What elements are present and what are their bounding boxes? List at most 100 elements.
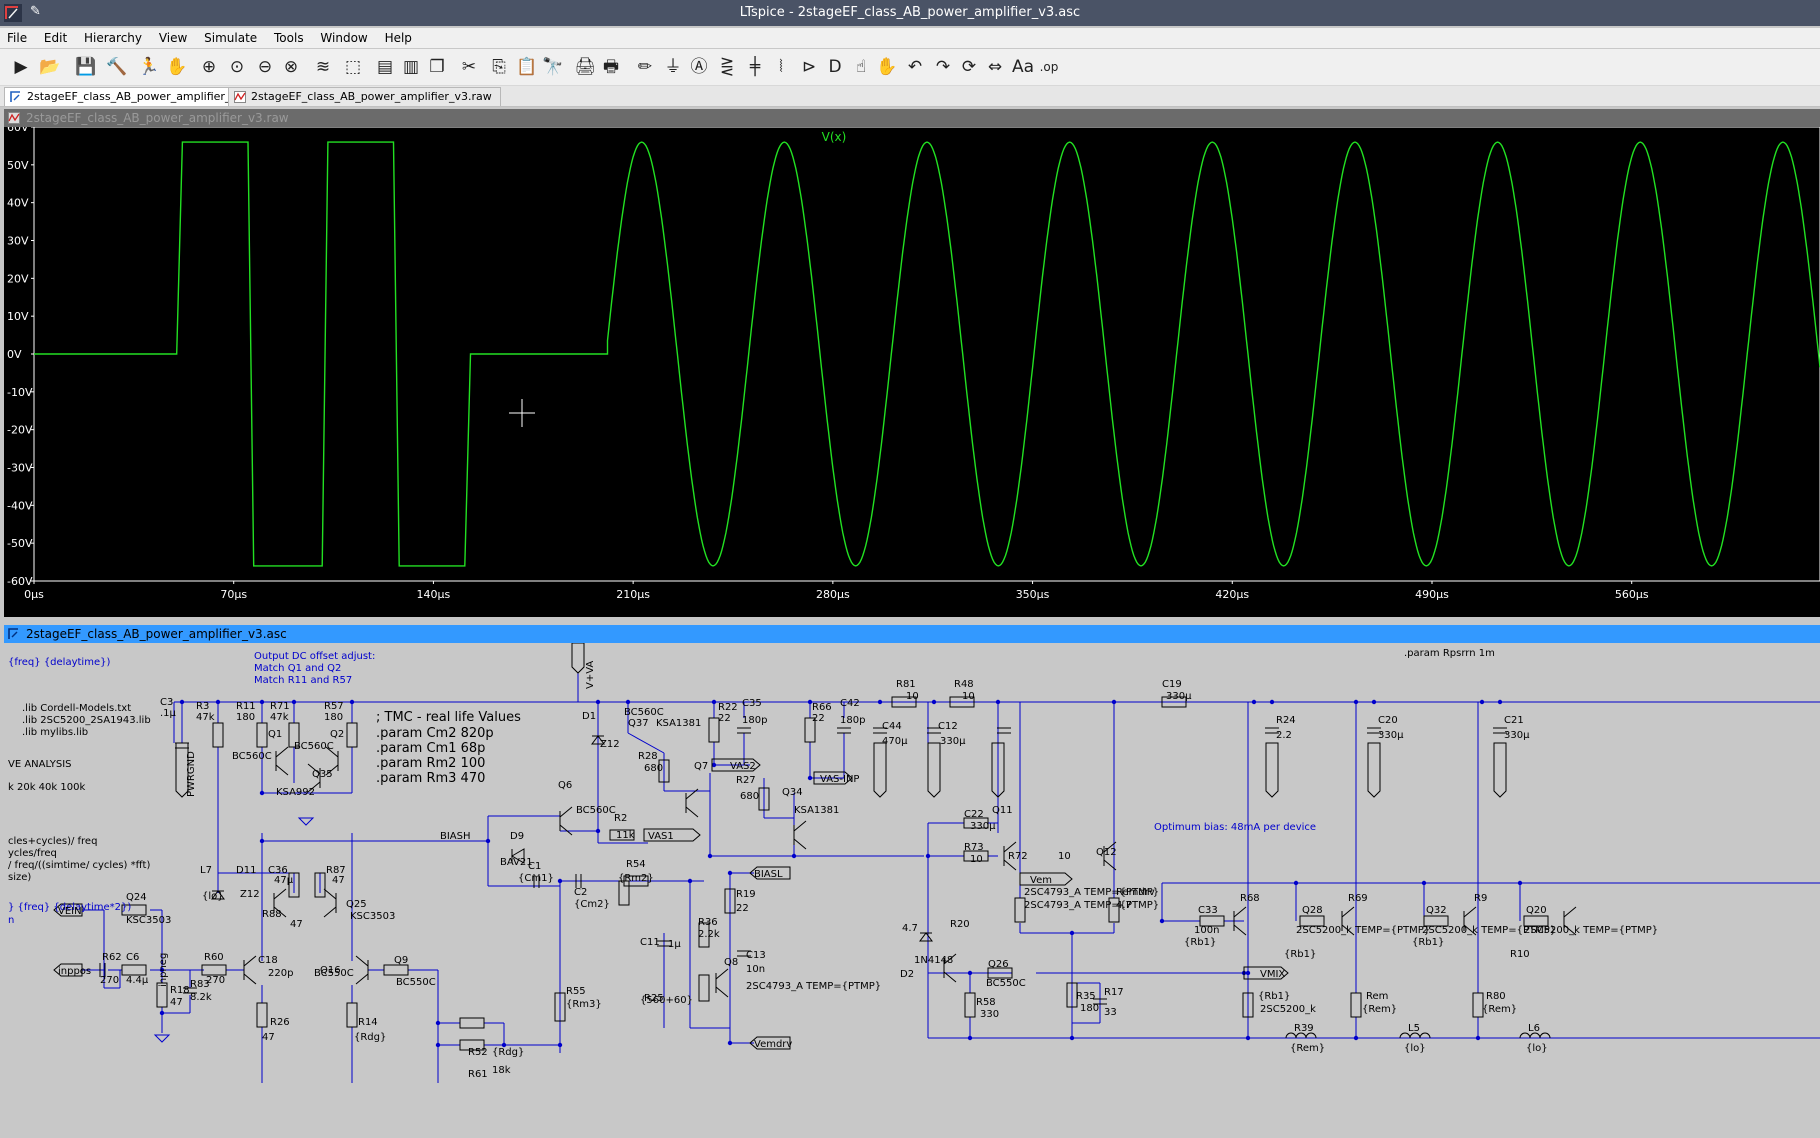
component-label[interactable]: 47 bbox=[332, 875, 345, 886]
resistor-icon[interactable]: ⋛ bbox=[719, 57, 735, 77]
component-label[interactable]: 10 bbox=[1058, 851, 1071, 862]
component-label[interactable]: {Rb1} bbox=[1412, 937, 1444, 948]
component-label[interactable]: C42 bbox=[840, 698, 860, 709]
spice-directive[interactable]: cles+cycles)/ freq bbox=[8, 836, 97, 847]
component-label[interactable]: C19 bbox=[1162, 679, 1182, 690]
component-label[interactable]: 47 bbox=[290, 919, 303, 930]
component-label[interactable]: C12 bbox=[938, 721, 958, 732]
component-label[interactable]: R25 bbox=[644, 993, 664, 1004]
net-flag[interactable] bbox=[749, 866, 791, 880]
component-label[interactable]: Q6 bbox=[558, 780, 572, 791]
tile-vertical-icon[interactable]: ▥ bbox=[402, 57, 420, 77]
resistor-symbol[interactable] bbox=[121, 964, 147, 976]
component-label[interactable]: 8.2k bbox=[190, 992, 212, 1003]
component-label[interactable]: Q7 bbox=[694, 761, 708, 772]
component-label[interactable]: R20 bbox=[950, 919, 970, 930]
spice-directive[interactable]: / freq/((simtime/ cycles) *fft) bbox=[8, 860, 150, 871]
resistor-symbol[interactable] bbox=[891, 696, 917, 708]
pin-icon[interactable]: ✎ bbox=[30, 4, 41, 19]
resistor-symbol[interactable] bbox=[383, 964, 409, 976]
net-label[interactable]: BIASH bbox=[440, 831, 471, 842]
component-label[interactable]: D11 bbox=[236, 865, 256, 876]
menu-help[interactable]: Help bbox=[384, 31, 412, 45]
component-label[interactable]: 2.2 bbox=[1276, 730, 1292, 741]
component-label[interactable]: 220p bbox=[268, 968, 293, 979]
component-label[interactable]: R3 bbox=[196, 701, 209, 712]
component-label[interactable]: 4.7 bbox=[902, 923, 918, 934]
component-label[interactable]: C13 bbox=[746, 950, 766, 961]
resistor-symbol[interactable] bbox=[314, 872, 326, 898]
resistor-symbol[interactable] bbox=[459, 1039, 485, 1051]
component-label[interactable]: Q9 bbox=[394, 955, 408, 966]
inductor-symbol[interactable] bbox=[1285, 1032, 1317, 1039]
component-label[interactable]: R9 bbox=[1474, 893, 1487, 904]
component-label[interactable]: L5 bbox=[1408, 1023, 1420, 1034]
capacitor-icon[interactable]: ╪ bbox=[749, 57, 761, 77]
component-label[interactable]: KSA1381 bbox=[656, 718, 701, 729]
net-label[interactable]: Vem bbox=[1030, 875, 1052, 886]
net-flag[interactable] bbox=[927, 742, 941, 798]
component-label[interactable]: 2SC5200_k TEMP={PTMP} bbox=[1296, 925, 1430, 936]
net-flag[interactable] bbox=[873, 742, 887, 798]
resistor-symbol[interactable] bbox=[964, 992, 976, 1018]
trace-label[interactable]: V(x) bbox=[822, 130, 847, 144]
resistor-symbol[interactable] bbox=[724, 888, 736, 914]
component-label[interactable]: Z12 bbox=[600, 739, 620, 750]
resistor-symbol[interactable] bbox=[1472, 992, 1484, 1018]
component-label[interactable]: R22 bbox=[718, 702, 738, 713]
component-label[interactable]: C35 bbox=[742, 698, 762, 709]
resistor-symbol[interactable] bbox=[708, 717, 720, 743]
net-label[interactable]: PWRGND bbox=[186, 751, 197, 797]
component-label[interactable]: D2 bbox=[900, 969, 914, 980]
component-label[interactable]: 2SC5200_k TEMP={PTMP} bbox=[1524, 925, 1658, 936]
component-label[interactable]: KSC3503 bbox=[350, 911, 395, 922]
resistor-symbol[interactable] bbox=[256, 722, 268, 748]
schematic-comment[interactable]: {freq} {delaytime}) bbox=[8, 657, 110, 668]
component-label[interactable]: 22 bbox=[812, 713, 825, 724]
copy-icon[interactable]: ⎘ bbox=[492, 57, 506, 77]
resistor-symbol[interactable] bbox=[1242, 992, 1254, 1018]
component-label[interactable]: 270 bbox=[206, 975, 225, 986]
component-label[interactable]: {560+60} bbox=[640, 995, 693, 1006]
resistor-symbol[interactable] bbox=[554, 992, 566, 1022]
run-icon[interactable]: ▶ bbox=[14, 57, 28, 77]
menu-window[interactable]: Window bbox=[320, 31, 368, 45]
schematic-comment[interactable]: } {freq} {delaytime*2}) bbox=[8, 902, 131, 913]
component-label[interactable]: R52 bbox=[468, 1047, 488, 1058]
resistor-symbol[interactable] bbox=[609, 829, 635, 841]
component-label[interactable]: BC560C bbox=[232, 751, 272, 762]
schematic-comment[interactable]: Output DC offset adjust: bbox=[254, 651, 375, 662]
component-label[interactable]: Remdrv bbox=[1116, 887, 1155, 898]
component-label[interactable]: 1N4148 bbox=[914, 955, 953, 966]
component-icon[interactable]: D bbox=[828, 57, 842, 77]
component-label[interactable]: 10n bbox=[746, 964, 765, 975]
fit-icon[interactable]: ⬚ bbox=[344, 57, 362, 77]
schematic-editor[interactable]: 2stageEF_class_AB_power_amplifier_v3.asc… bbox=[4, 625, 1820, 1138]
component-label[interactable]: {Rm2} bbox=[618, 873, 654, 884]
net-flag[interactable] bbox=[991, 742, 1005, 798]
component-label[interactable]: {Rem} bbox=[1362, 1004, 1397, 1015]
net-flag[interactable] bbox=[175, 742, 189, 798]
resistor-symbol[interactable] bbox=[758, 787, 770, 811]
inductor-symbol[interactable] bbox=[1399, 1032, 1431, 1039]
component-label[interactable]: R27 bbox=[736, 775, 756, 786]
net-label[interactable]: VAS-INP bbox=[820, 774, 859, 785]
cut-icon[interactable]: ✂ bbox=[461, 57, 477, 77]
component-label[interactable]: C33 bbox=[1198, 905, 1218, 916]
mirror-icon[interactable]: ⇔ bbox=[987, 57, 1003, 77]
resistor-symbol[interactable] bbox=[698, 922, 710, 948]
net-flag[interactable] bbox=[1243, 966, 1289, 980]
net-flag[interactable] bbox=[571, 643, 585, 674]
cascade-icon[interactable]: ❐ bbox=[429, 57, 445, 77]
component-label[interactable]: Q16 bbox=[320, 965, 341, 976]
component-label[interactable]: R2 bbox=[614, 813, 627, 824]
label-net-icon[interactable]: Ⓐ bbox=[690, 57, 708, 77]
spice-directive-icon[interactable]: .op bbox=[1039, 60, 1059, 74]
net-label[interactable]: BIASL bbox=[754, 869, 783, 880]
tile-horizontal-icon[interactable]: ▤ bbox=[376, 57, 394, 77]
net-label[interactable]: VEIN bbox=[58, 906, 82, 917]
component-label[interactable]: Q11 bbox=[992, 805, 1013, 816]
component-label[interactable]: R26 bbox=[270, 1017, 290, 1028]
component-label[interactable]: 330 bbox=[980, 1009, 999, 1020]
component-label[interactable]: Q28 bbox=[1302, 905, 1323, 916]
